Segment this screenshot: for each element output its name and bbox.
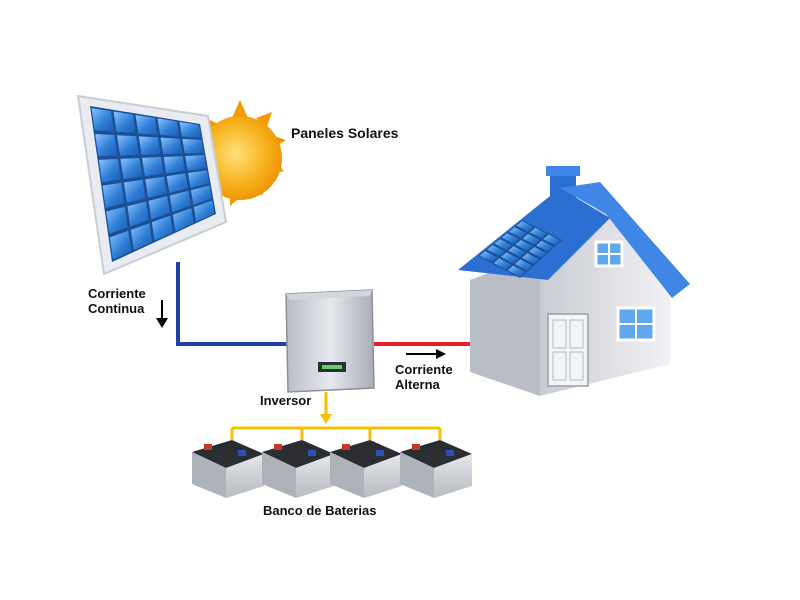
solar-cell	[98, 158, 121, 182]
dc-wire	[176, 262, 292, 346]
solar-cell	[123, 179, 146, 203]
battery-bank-label: Banco de Baterias	[263, 503, 377, 518]
solar-cell	[160, 137, 183, 155]
solar-cell	[179, 121, 202, 138]
battery	[400, 440, 472, 498]
solar-cell	[543, 234, 561, 246]
solar-cell	[479, 251, 498, 263]
battery	[192, 440, 264, 498]
solar-cell	[142, 157, 164, 177]
solar-cell	[127, 201, 149, 227]
alternating-current-label-line2: Alterna	[395, 377, 440, 392]
down-arrow-icon	[320, 414, 332, 424]
solar-cell	[522, 233, 540, 245]
solar-cell	[500, 252, 519, 264]
solar-cell	[193, 200, 215, 222]
solar-cell	[529, 227, 548, 239]
solar-cell	[508, 246, 526, 258]
inverter	[285, 289, 375, 393]
solar-cell	[493, 258, 512, 270]
solar-cell	[188, 170, 210, 188]
solar-panels-label: Paneles Solares	[291, 125, 399, 141]
solar-cell	[185, 155, 207, 171]
battery-wire	[230, 392, 442, 440]
direct-current-label-line2: Continua	[88, 301, 145, 316]
direct-current-label-line1: Corriente	[88, 286, 146, 301]
solar-cell	[106, 206, 128, 234]
solar-cell	[157, 118, 180, 137]
solar-cell	[102, 182, 125, 208]
solar-cell	[163, 156, 186, 174]
solar-cell	[169, 190, 191, 212]
solar-cell	[148, 196, 170, 220]
solar-cell	[515, 240, 533, 251]
solar-cell	[501, 233, 520, 244]
solar-cell	[138, 136, 161, 155]
battery	[330, 440, 402, 498]
solar-cell	[507, 265, 526, 277]
solar-cell	[516, 221, 534, 232]
direct-current-label: Corriente Continua	[88, 286, 146, 316]
solar-cell	[509, 227, 527, 238]
solar-panel	[76, 94, 228, 276]
solar-cell	[117, 135, 140, 156]
solar-cell	[130, 223, 153, 251]
battery	[262, 440, 334, 498]
solar-cell	[109, 230, 132, 260]
solar-cell	[113, 111, 136, 134]
house	[458, 166, 690, 396]
right-arrow-icon	[406, 349, 446, 359]
down-arrow-icon	[156, 300, 168, 328]
solar-cell	[190, 185, 212, 205]
solar-cell	[521, 253, 540, 265]
solar-cell	[514, 259, 533, 271]
solar-cell	[135, 114, 158, 135]
solar-cell	[487, 245, 505, 257]
solar-cell	[95, 133, 118, 157]
solar-cell	[166, 173, 188, 193]
solar-cell	[120, 158, 143, 180]
solar-cell	[151, 215, 173, 241]
solar-cell	[536, 240, 554, 252]
alternating-current-label-line1: Corriente	[395, 362, 453, 377]
solar-cell	[145, 176, 167, 198]
solar-cell	[494, 239, 512, 250]
inverter-label: Inversor	[260, 393, 312, 408]
solar-cell	[172, 208, 194, 232]
solar-cell	[182, 138, 204, 154]
alternating-current-label: Corriente Alterna	[395, 362, 453, 392]
solar-cell	[529, 246, 547, 258]
solar-cell	[91, 108, 114, 132]
